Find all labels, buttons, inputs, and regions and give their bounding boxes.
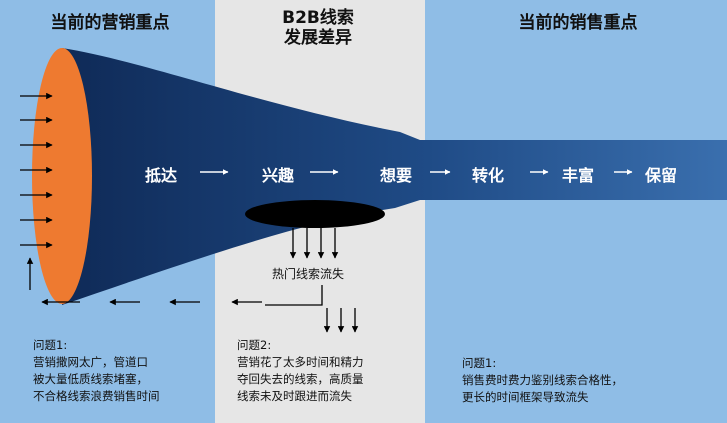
funnel-mouth (32, 48, 92, 304)
stage-enrich: 丰富 (562, 166, 595, 185)
difference-problem-note: 问题2: 营销花了太多时间和精力 夺回失去的线索，高质量 线索未及时跟进而流失 (237, 338, 364, 403)
stage-interest: 兴趣 (262, 166, 295, 185)
stage-want: 想要 (380, 166, 413, 185)
stage-convert: 转化 (472, 166, 505, 185)
marketing-focus-heading: 当前的营销重点 (50, 13, 170, 33)
funnel-body (62, 48, 727, 305)
difference-heading: B2B线索 发展差异 (282, 8, 354, 48)
leak-arrows (289, 228, 339, 259)
stage-reach: 抵达 (145, 166, 178, 185)
sales-problem-note: 问题1: 销售费时费力鉴别线索合格性， 更长的时间框架导致流失 (462, 356, 623, 404)
recovery-arrows (26, 257, 359, 333)
hot-lead-loss-label: 热门线索流失 (272, 267, 345, 281)
marketing-problem-note: 问题1: 营销撒网太广，管道口 被大量低质线索堵塞， 不合格线索浪费销售时间 (33, 338, 160, 403)
sales-focus-heading: 当前的销售重点 (518, 13, 638, 33)
sales-panel (425, 0, 727, 423)
stage-retain: 保留 (645, 166, 678, 185)
leak-hole (245, 200, 385, 228)
incoming-arrows (20, 92, 53, 249)
